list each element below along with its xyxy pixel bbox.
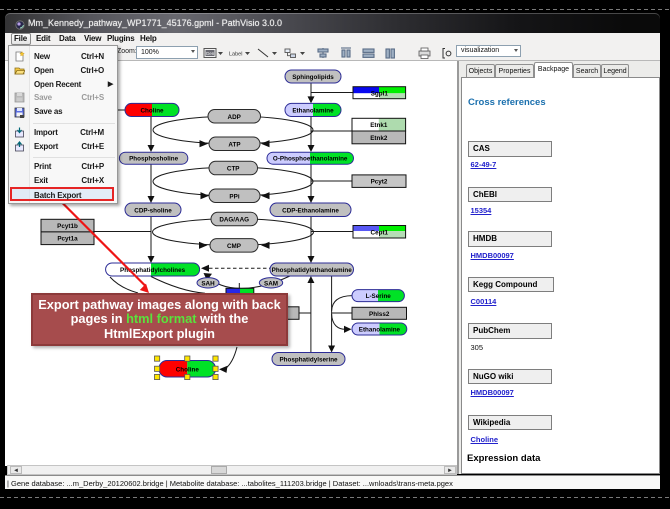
svg-text:Choline: Choline bbox=[140, 108, 164, 115]
svg-text:Sgpl1: Sgpl1 bbox=[371, 90, 389, 97]
svg-text:SAM: SAM bbox=[264, 280, 278, 287]
svg-text:Sphingolipids: Sphingolipids bbox=[292, 74, 334, 81]
svg-text:Label: Label bbox=[229, 52, 242, 58]
svg-text:Cept1: Cept1 bbox=[371, 229, 389, 236]
svg-text:CTP: CTP bbox=[227, 166, 240, 173]
svg-text:Phosphatidylcholines: Phosphatidylcholines bbox=[120, 267, 186, 274]
svg-text:Choline: Choline bbox=[176, 367, 200, 374]
svg-text:DAG/AAG: DAG/AAG bbox=[219, 217, 249, 224]
svg-text:Gen: Gen bbox=[206, 51, 215, 56]
svg-text:PPi: PPi bbox=[229, 193, 239, 200]
svg-text:Ethanolamine: Ethanolamine bbox=[359, 327, 401, 334]
svg-text:ADP: ADP bbox=[228, 114, 241, 121]
svg-text:Etnk2: Etnk2 bbox=[370, 135, 388, 142]
svg-text:CDP-sholine: CDP-sholine bbox=[134, 208, 172, 215]
svg-text:Pcyt1b: Pcyt1b bbox=[57, 223, 78, 230]
svg-text:Phlss2: Phlss2 bbox=[369, 311, 390, 318]
svg-text:CDP-Ethanolamine: CDP-Ethanolamine bbox=[282, 208, 339, 215]
svg-text:SAH: SAH bbox=[201, 280, 215, 287]
svg-text:Ethanolamine: Ethanolamine bbox=[292, 108, 334, 115]
svg-text:Pcyt1a: Pcyt1a bbox=[57, 236, 78, 243]
svg-text:Phosphatidylserine: Phosphatidylserine bbox=[279, 357, 338, 364]
svg-text:CMP: CMP bbox=[227, 243, 241, 250]
svg-text:ATP: ATP bbox=[228, 141, 240, 148]
svg-text:Phosphosholine: Phosphosholine bbox=[129, 156, 178, 163]
svg-text:Pcyt2: Pcyt2 bbox=[371, 179, 388, 186]
svg-text:Phosphatidylethanolamine: Phosphatidylethanolamine bbox=[272, 267, 353, 274]
svg-text:O-Phosphoethanolamine: O-Phosphoethanolamine bbox=[273, 156, 348, 163]
svg-text:Etnk1: Etnk1 bbox=[370, 122, 388, 129]
svg-text:L-Serine: L-Serine bbox=[366, 293, 392, 300]
